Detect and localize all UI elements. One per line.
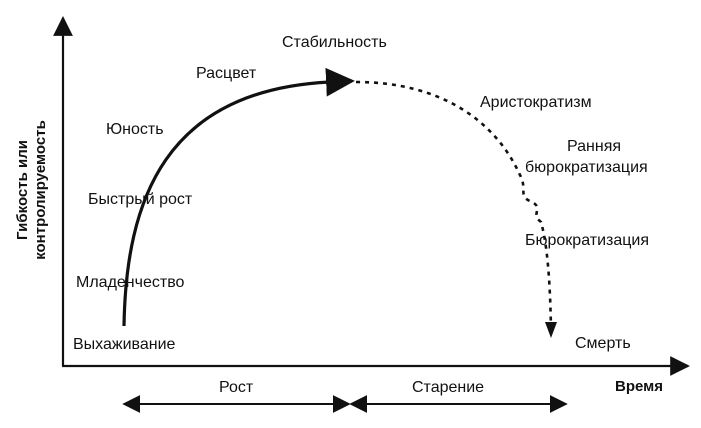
stage-early-bureaucracy-line1: Ранняя <box>567 138 621 155</box>
aging-curve <box>355 80 553 331</box>
stage-bureaucracy: Бюрократизация <box>525 232 649 249</box>
stage-stability: Стабильность <box>282 34 387 51</box>
stage-prime: Расцвет <box>196 65 257 82</box>
stage-adolescence: Юность <box>106 121 164 138</box>
stage-aristocracy: Аристократизм <box>480 94 592 111</box>
growth-curve <box>122 67 355 327</box>
y-axis-label-line2: контролируемость <box>32 120 49 260</box>
phase-aging-label: Старение <box>412 379 484 396</box>
phase-growth-label: Рост <box>219 379 254 396</box>
stage-death: Смерть <box>575 335 631 352</box>
x-axis-label: Время <box>615 378 663 395</box>
stage-early-bureaucracy-line2: бюрократизация <box>525 159 648 176</box>
death-arrow-head <box>545 322 557 338</box>
stage-survival: Выхаживание <box>73 336 176 353</box>
y-axis-label-line1: Гибкость или <box>14 140 31 240</box>
stage-go-go: Быстрый рост <box>88 191 193 208</box>
stage-infancy: Младенчество <box>76 274 185 291</box>
